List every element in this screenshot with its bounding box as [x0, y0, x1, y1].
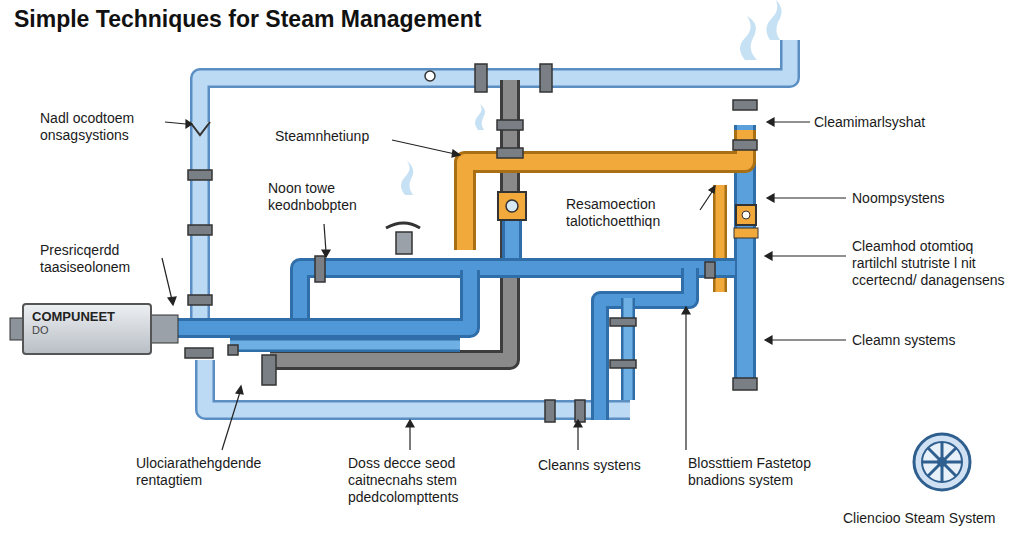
callout-label: Cleanns systens [538, 457, 658, 474]
callout-label: Resamoection talotichoetthiqn [566, 196, 706, 230]
compressor-box: COMPUNEETDO [22, 303, 152, 355]
callout-label: Cleamimarlsyshat [814, 114, 974, 131]
callout-label: Cleamn systems [852, 332, 982, 349]
callout-label: Presricqerdd taasiseolonem [40, 242, 160, 276]
box-subtext: DO [32, 324, 142, 336]
diagram-title: Simple Techniques for Steam Management [14, 6, 481, 33]
callout-label: Blossttiem Fastetop bnadions system [688, 455, 828, 489]
callout-label: Doss decce seod caitnecnahs stem pdedcol… [348, 455, 488, 506]
callout-label: Steamnhetiunp [275, 128, 400, 145]
callout-label: Nadl ocodtoem onsagsystions [40, 110, 165, 144]
callout-label: Noon towe keodnbobpten [268, 180, 388, 214]
callout-label: Ulociarathehgdende rentagtiem [136, 455, 286, 489]
callout-label: Cleamhod otomtioq rartilchl stutriste l … [852, 238, 1017, 289]
callout-label: Noompsystens [852, 190, 982, 207]
system-caption: Cliencioo Steam System [843, 510, 1018, 527]
box-heading: COMPUNEET [32, 309, 142, 324]
